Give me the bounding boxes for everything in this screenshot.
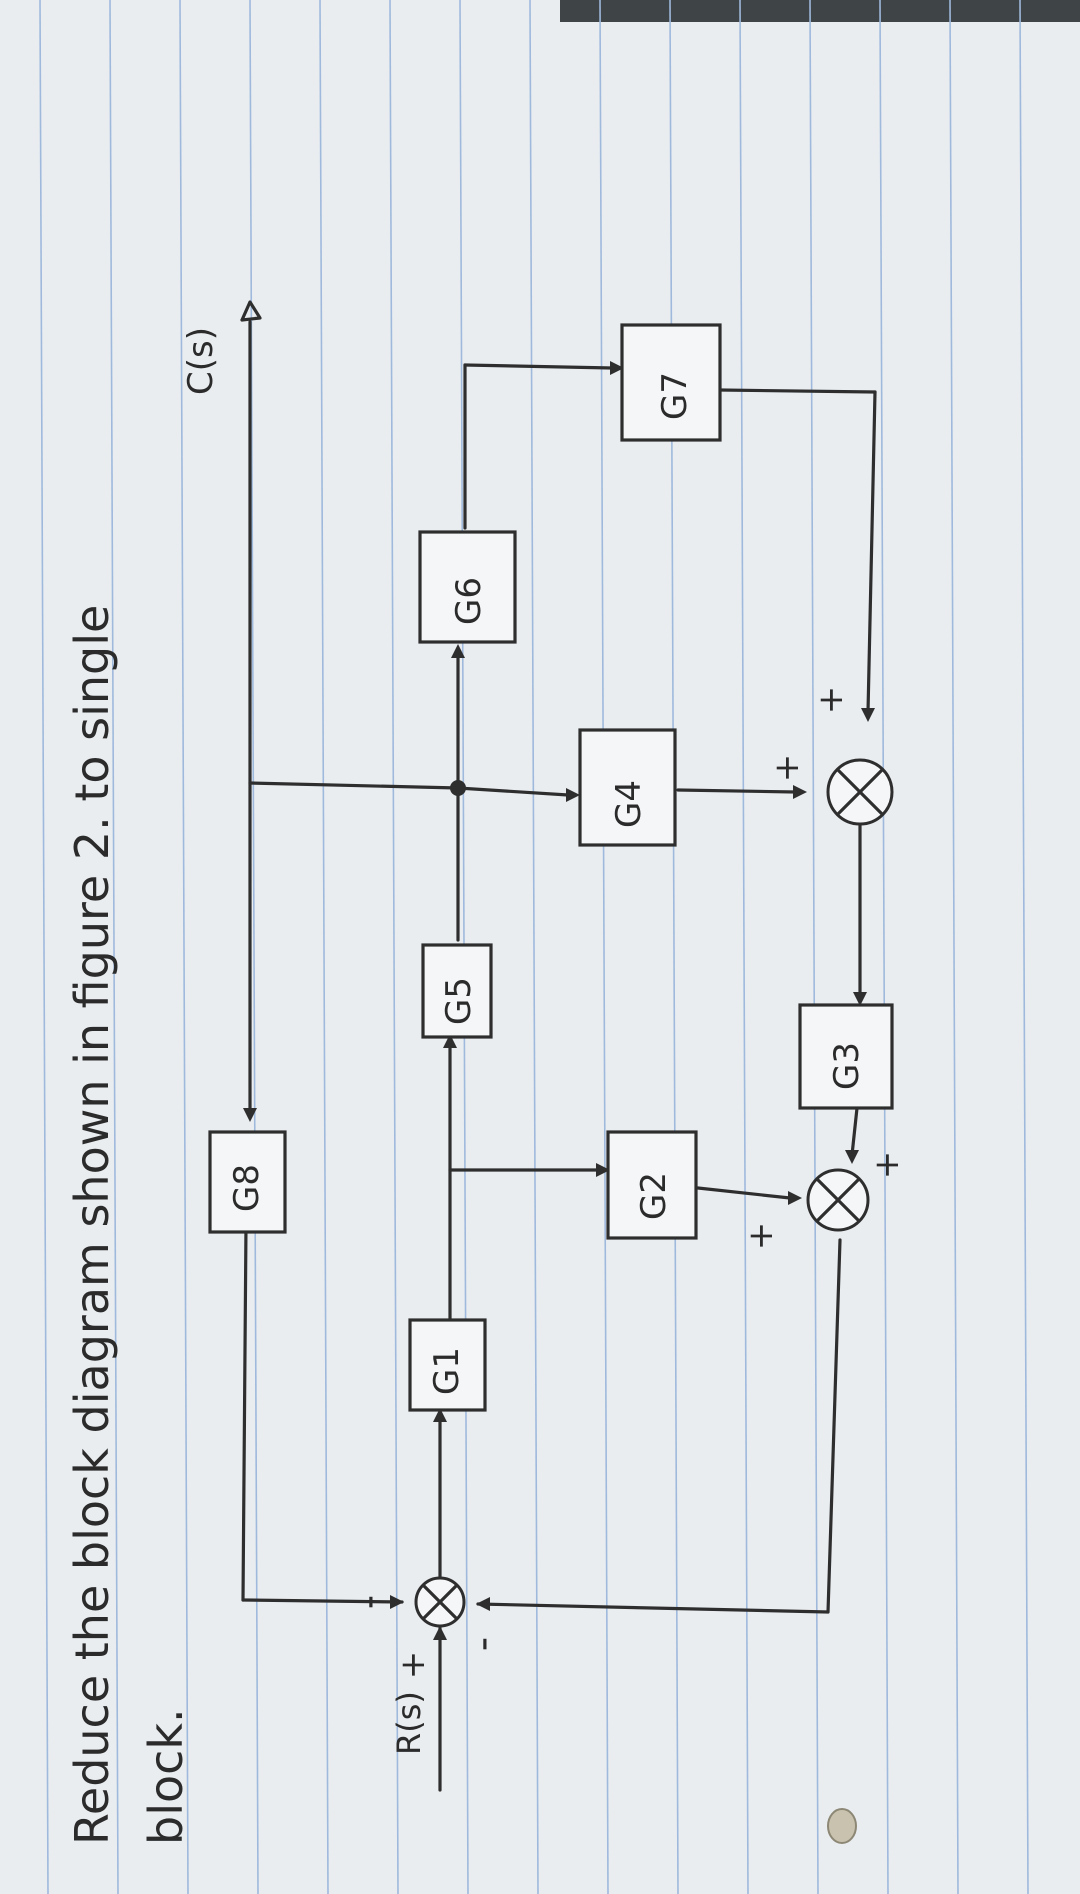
block-g3-label: G3 <box>827 1042 867 1090</box>
block-g3 <box>798 1003 894 1110</box>
block-g7 <box>620 323 722 442</box>
punch-hole-icon <box>827 1808 857 1844</box>
block-g8-label: G8 <box>227 1164 267 1212</box>
block-g1-label: G1 <box>427 1347 467 1395</box>
title-line-2: block. <box>139 1708 193 1845</box>
block-g4 <box>578 728 677 847</box>
block-g2 <box>606 1130 698 1240</box>
sign-s3-right: + <box>811 686 851 715</box>
page-ruling <box>39 0 1029 1894</box>
summing-junction-1 <box>414 1576 466 1628</box>
block-g2-label: G2 <box>634 1172 674 1220</box>
sign-s2-left: + <box>741 1222 781 1251</box>
output-label: C(s) <box>181 327 221 395</box>
block-g4-label: G4 <box>609 780 649 828</box>
sign-s3-left: + <box>767 754 807 783</box>
sign-s1-bottom: - <box>460 1637 506 1651</box>
title-line-1: Reduce the block diagram shown in figure… <box>65 605 119 1845</box>
summing-junction-3 <box>826 758 894 826</box>
block-g6 <box>418 530 517 644</box>
block-g6-label: G6 <box>449 577 489 625</box>
summing-junction-2 <box>806 1168 870 1232</box>
block-g7-label: G7 <box>655 372 695 420</box>
arrow-head <box>433 1626 447 1640</box>
sign-s1-top: - <box>346 1595 392 1609</box>
block-g5-label: G5 <box>439 977 479 1025</box>
sign-s1-left: + <box>393 1651 433 1680</box>
block-g8 <box>208 1130 287 1234</box>
block-g1 <box>408 1318 487 1412</box>
input-label: R(s) <box>390 1691 428 1755</box>
sign-s2-right: + <box>867 1151 907 1180</box>
block-g5 <box>421 943 493 1039</box>
